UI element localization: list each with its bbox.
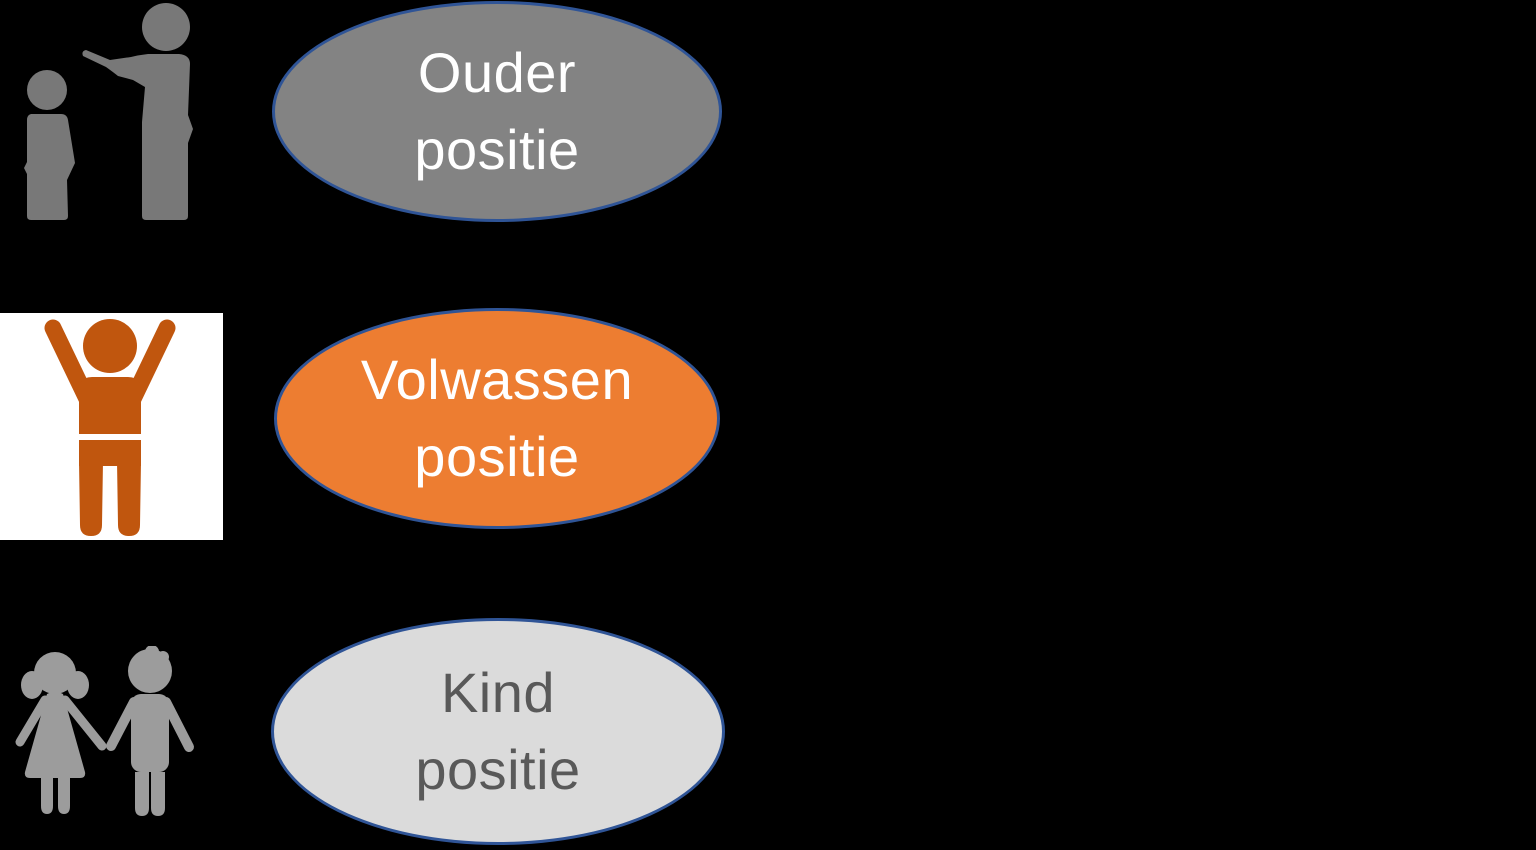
two-children-holding-hands-icon bbox=[12, 646, 207, 821]
children-holding-hands-silhouette bbox=[15, 646, 194, 816]
kind-positie-node: Kind positie bbox=[271, 618, 725, 845]
ouder-positie-label: Ouder positie bbox=[414, 41, 580, 181]
parent-scolding-silhouette bbox=[24, 3, 193, 220]
volwassen-positie-label: Volwassen positie bbox=[360, 348, 634, 488]
adult-arms-raised-icon bbox=[0, 313, 223, 540]
ouder-positie-node: Ouder positie bbox=[272, 1, 722, 222]
adult-arms-raised-silhouette bbox=[44, 319, 176, 536]
parent-pointing-at-child-icon bbox=[18, 2, 196, 222]
kind-positie-label: Kind positie bbox=[415, 661, 581, 801]
volwassen-positie-node: Volwassen positie bbox=[274, 308, 720, 529]
